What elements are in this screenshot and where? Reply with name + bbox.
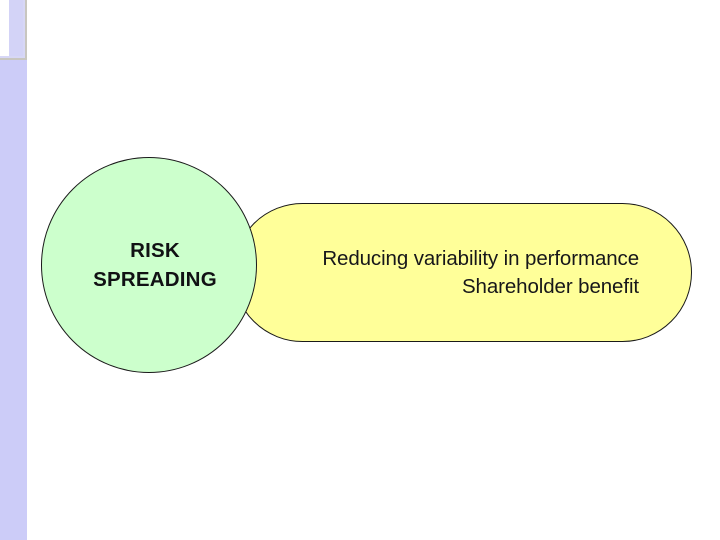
- accent-top-inner-white: [0, 0, 9, 56]
- risk-spreading-circle[interactable]: RISK SPREADING: [41, 157, 257, 373]
- benefit-capsule-label: Reducing variability in performance Shar…: [322, 247, 639, 298]
- risk-spreading-circle-label: RISK SPREADING: [93, 238, 217, 291]
- left-accent-bar: [0, 60, 27, 540]
- benefit-capsule[interactable]: Reducing variability in performance Shar…: [233, 203, 692, 342]
- accent-top-fill: [9, 0, 23, 56]
- accent-top-box: [0, 0, 27, 60]
